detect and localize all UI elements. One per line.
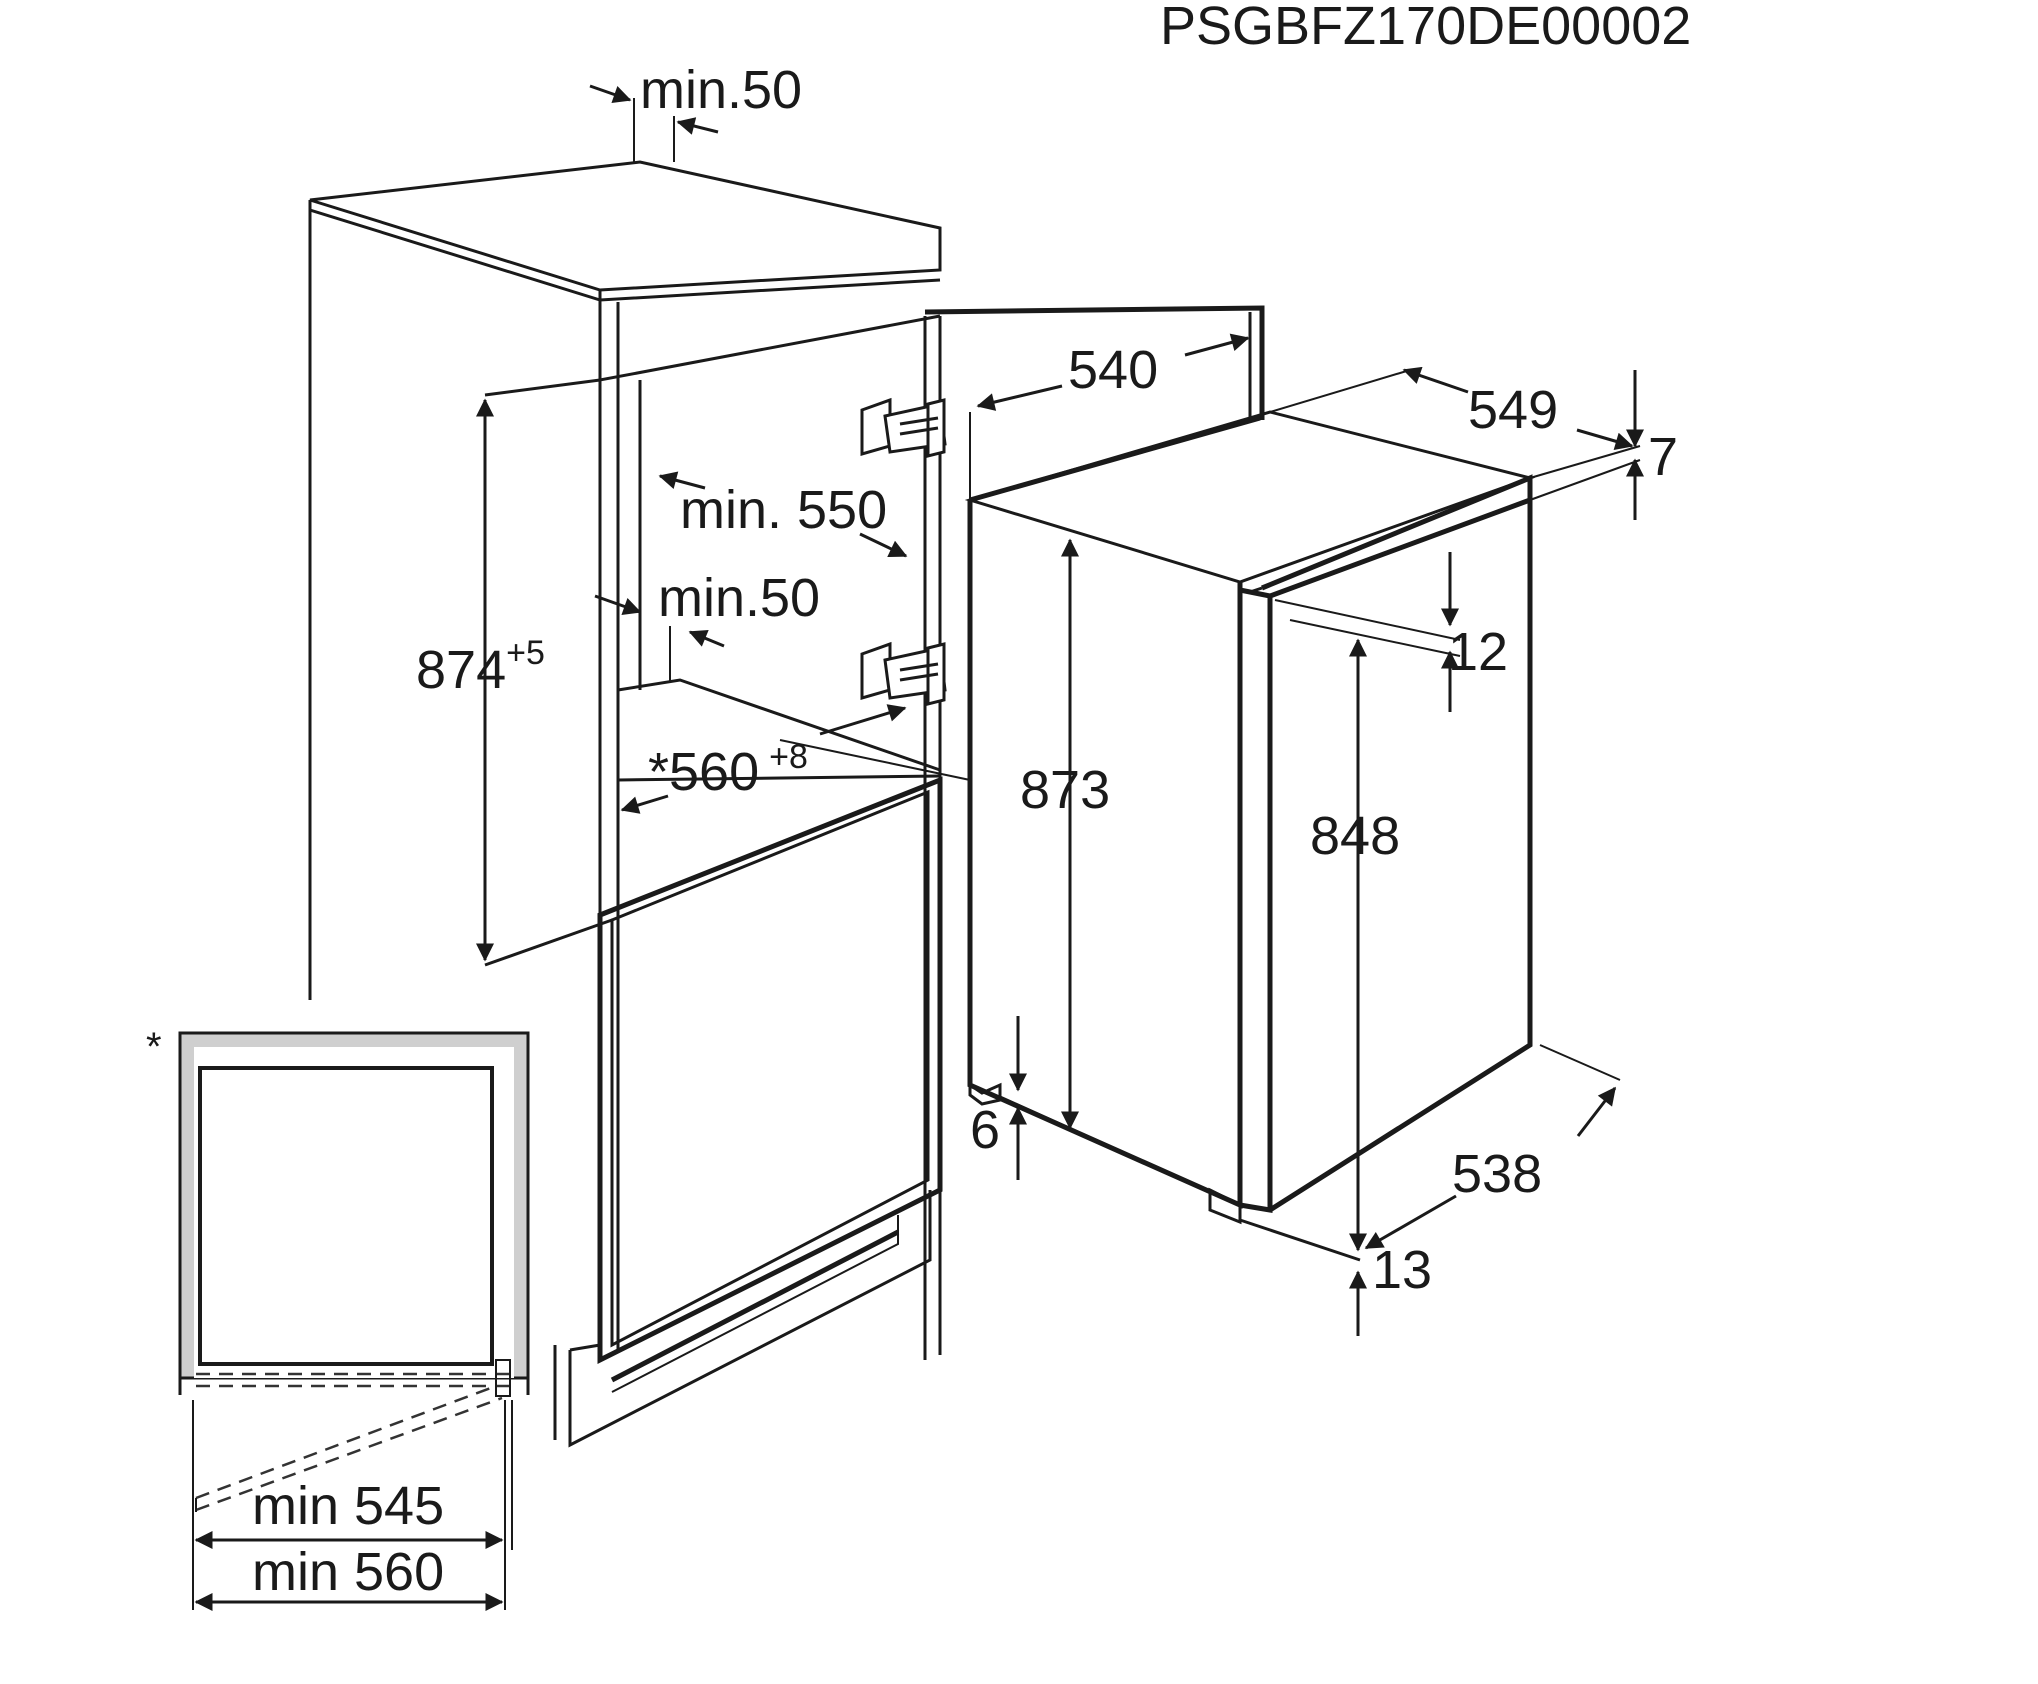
door-clearance-label: min 545 <box>252 1476 444 1536</box>
door-height-label: 848 <box>1310 806 1400 866</box>
niche-rear-gap-label: min.50 <box>658 568 820 628</box>
plan-niche-width-label: min 560 <box>252 1542 444 1602</box>
door-bottom-offset-label: 13 <box>1372 1240 1432 1300</box>
cabinet <box>308 160 1265 1448</box>
appliance-height-label: 873 <box>1020 760 1110 820</box>
door-top-offset-label: 12 <box>1448 622 1508 682</box>
niche-top-gap-label: min.50 <box>640 60 802 120</box>
plan-view <box>178 1031 530 1611</box>
niche-width-tolerance: +8 <box>769 738 808 776</box>
niche-height-tolerance: +5 <box>506 634 545 672</box>
niche-width-label-group: *560 +8 <box>648 738 808 802</box>
appliance-width-label: 538 <box>1452 1144 1542 1204</box>
niche-depth-label: min. 550 <box>680 480 887 540</box>
niche-height-label: 874 <box>416 640 506 700</box>
lower-hinge <box>860 641 947 706</box>
dimensions <box>476 84 1644 1336</box>
appliance-top-offset-label: 7 <box>1648 427 1678 487</box>
bottom-offset-label: 6 <box>970 1100 1000 1160</box>
appliance-total-depth-label: 549 <box>1468 380 1558 440</box>
niche-width-label: *560 <box>648 742 759 802</box>
footnote-marker: * <box>146 1025 162 1069</box>
niche-height-label-group: 874+5 <box>416 634 545 700</box>
appliance-depth-label: 540 <box>1068 340 1158 400</box>
appliance <box>964 410 1536 1262</box>
document-code: PSGBFZ170DE00002 <box>1160 0 1691 56</box>
upper-hinge <box>860 397 947 458</box>
